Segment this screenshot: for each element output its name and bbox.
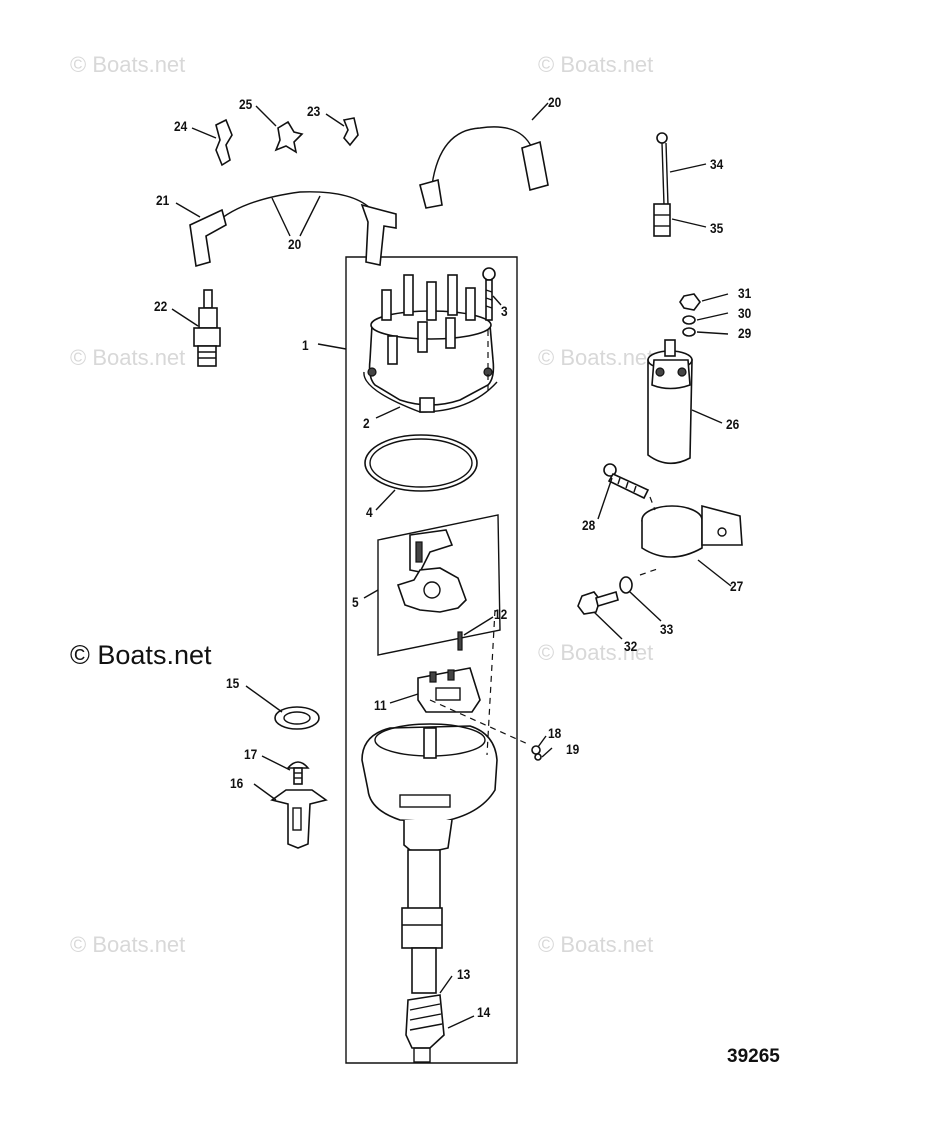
callout-30: 30	[738, 305, 752, 321]
small-washer	[534, 753, 542, 761]
mount-bolt	[577, 590, 619, 615]
callout-34: 34	[710, 156, 724, 172]
assembly-frame	[345, 256, 518, 1064]
callout-1: 1	[302, 337, 309, 353]
callout-35: 35	[710, 220, 724, 236]
callout-20-wire: 20	[288, 236, 302, 252]
callout-31: 31	[738, 285, 752, 301]
callout-28: 28	[582, 517, 596, 533]
callout-17: 17	[244, 746, 258, 762]
hold-down-clamp	[270, 789, 328, 849]
watermark: © Boats.net	[70, 932, 186, 957]
distributor-cap	[363, 274, 498, 413]
hold-down-screw	[286, 761, 310, 785]
ignition-coil	[647, 339, 693, 465]
small-screw	[457, 631, 463, 651]
watermark-emphasized: © Boats.net	[70, 640, 212, 670]
watermark: © Boats.net	[70, 345, 186, 370]
callout-13: 13	[457, 966, 471, 982]
small-nut	[531, 745, 541, 755]
coil-washer	[682, 327, 696, 337]
callout-24: 24	[174, 118, 188, 134]
callout-29: 29	[738, 325, 752, 341]
callout-22: 22	[154, 298, 168, 314]
drawing-number: 39265	[727, 1046, 780, 1067]
callout-2: 2	[363, 415, 370, 431]
cap-bolt	[482, 267, 496, 321]
callout-12: 12	[494, 606, 508, 622]
callout-14: 14	[477, 1004, 491, 1020]
watermark: © Boats.net	[70, 52, 186, 77]
callout-4: 4	[366, 504, 373, 520]
clip-24	[215, 118, 233, 167]
watermark: © Boats.net	[538, 640, 654, 665]
clip-25	[274, 120, 304, 154]
callout-3: 3	[501, 303, 508, 319]
flat-washer	[274, 706, 320, 730]
spark-plug	[193, 289, 221, 367]
spark-plug-wire-bottom	[189, 191, 397, 268]
distributor-housing	[361, 723, 498, 994]
lock-washer	[619, 576, 633, 594]
callout-23: 23	[307, 103, 321, 119]
callout-11: 11	[374, 697, 387, 713]
gasket-ring	[364, 434, 478, 492]
coil-bracket	[641, 504, 743, 558]
watermark: © Boats.net	[538, 345, 654, 370]
drive-gear	[405, 994, 445, 1063]
callout-33: 33	[660, 621, 674, 637]
pickup-module	[417, 667, 481, 713]
callout-25: 25	[239, 96, 253, 112]
clip-23	[342, 117, 359, 147]
leader-lines	[171, 102, 732, 1029]
callout-20-top: 20	[548, 94, 562, 110]
callout-21: 21	[156, 192, 170, 208]
callout-16: 16	[230, 775, 244, 791]
callout-27: 27	[730, 578, 744, 594]
coil-nut	[679, 293, 701, 311]
spark-plug-wire-top	[419, 126, 549, 209]
callout-19: 19	[566, 741, 580, 757]
watermark: © Boats.net	[538, 52, 654, 77]
rotor-assembly	[377, 514, 501, 656]
callout-32: 32	[624, 638, 638, 654]
watermark: © Boats.net	[538, 932, 654, 957]
ground-wire	[653, 132, 671, 237]
coil-washer	[682, 315, 696, 325]
callout-18: 18	[548, 725, 562, 741]
callout-5: 5	[352, 594, 359, 610]
callout-15: 15	[226, 675, 240, 691]
callout-26: 26	[726, 416, 740, 432]
bracket-bolt	[603, 463, 650, 500]
